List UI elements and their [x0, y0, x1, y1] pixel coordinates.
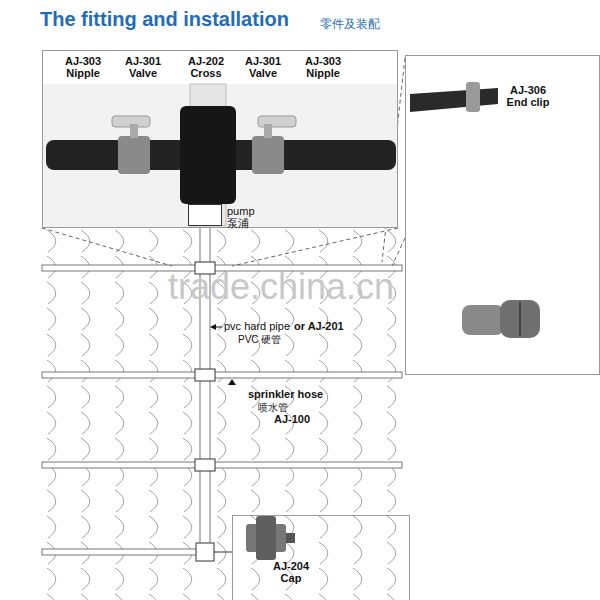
part-label: AJ-301 Valve — [235, 55, 291, 79]
hose-photo — [46, 140, 186, 170]
sprinkler-hose — [42, 372, 402, 378]
part-label: AJ-301 Valve — [115, 55, 171, 79]
part-label: pump 泵浦 — [227, 205, 267, 229]
part-box: AJ-204 Cap — [232, 515, 410, 600]
part-label: AJ-204 Cap — [268, 560, 314, 584]
clip-photo — [500, 300, 540, 338]
clip-photo — [462, 305, 504, 335]
pointer-arrow — [210, 324, 216, 330]
photo-background — [43, 84, 397, 227]
hose-photo — [410, 88, 498, 112]
spray-field — [42, 228, 402, 600]
leader-line — [42, 228, 172, 266]
cap-fitting — [196, 543, 214, 561]
sprinkler-hose — [42, 549, 202, 555]
clip-photo — [466, 82, 480, 112]
cross-photo — [180, 106, 236, 204]
cap-bolt — [286, 533, 295, 543]
annotation-label: 喷水管 — [258, 401, 288, 415]
cross-fitting — [195, 459, 215, 471]
annotation-label: or AJ-201 — [294, 320, 344, 332]
leader-line — [214, 552, 232, 553]
sprinkler-hose — [42, 462, 402, 468]
annotation-label: pvc hard pipe — [224, 320, 290, 332]
diagram-title: The fitting and installation — [40, 8, 289, 31]
leader-line — [392, 238, 405, 266]
pointer-arrow — [228, 379, 236, 385]
annotation-label: PVC 硬管 — [238, 333, 281, 347]
part-box: AJ-306 End clip — [405, 55, 600, 375]
cross-fitting — [195, 369, 215, 381]
leader-line — [232, 228, 398, 266]
valve-handle — [258, 116, 296, 127]
annotation-label: 零件及装配 — [320, 16, 380, 33]
part-box: AJ-303 NippleAJ-301 ValveAJ-202 CrossAJ-… — [42, 50, 398, 228]
annotation-label: AJ-100 — [274, 413, 310, 425]
part-label: AJ-303 Nipple — [55, 55, 111, 79]
part-label: AJ-303 Nipple — [295, 55, 351, 79]
part-box: pump 泵浦 — [188, 204, 222, 226]
clip-slit — [519, 302, 521, 336]
part-label: AJ-306 End clip — [502, 84, 554, 108]
watermark: trade.china.cn — [168, 266, 394, 308]
valve-stem — [264, 124, 272, 138]
valve-photo — [118, 136, 150, 174]
part-label: AJ-202 Cross — [178, 55, 234, 79]
cap-photo — [256, 516, 276, 560]
annotation-label: sprinkler hose — [248, 388, 323, 400]
valve-stem — [130, 124, 138, 138]
valve-photo — [252, 136, 284, 174]
